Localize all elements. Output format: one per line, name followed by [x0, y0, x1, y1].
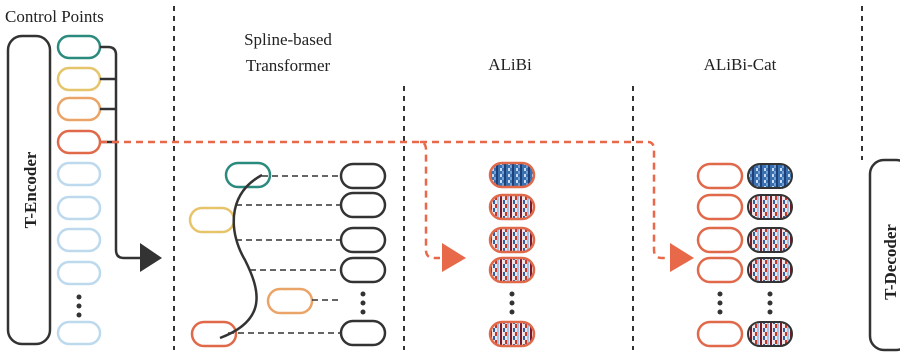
ellipsis-icon [360, 291, 366, 315]
spline-transformer-label-line2: Transformer [246, 56, 331, 75]
arrow-right-icon [442, 243, 466, 272]
t-decoder-label: T-Decoder [881, 224, 900, 300]
alibi-label: ALiBi [488, 55, 532, 74]
alibi-cat-right-tokens [747, 163, 793, 347]
section-separators [173, 6, 863, 350]
token-light-3 [56, 227, 102, 253]
ellipsis-icon [76, 294, 82, 318]
token-light-5 [56, 320, 102, 346]
spline-control-points [188, 161, 314, 348]
spline-point-red [190, 320, 238, 348]
token-light-4 [56, 260, 102, 286]
spline-dashed-links [228, 175, 340, 334]
spline-curve [219, 173, 263, 340]
spline-point-teal [224, 161, 272, 189]
control-point-route [100, 140, 668, 260]
ellipsis-icon [509, 291, 515, 315]
control-point-teal [56, 34, 102, 60]
alibi-cat-left-tokens [696, 162, 744, 348]
spline-point-orange [266, 287, 314, 315]
encoder-tokens [56, 34, 102, 346]
t-encoder-label: T-Encoder [21, 151, 40, 228]
ellipsis-icon [717, 291, 773, 315]
control-point-orange [56, 96, 102, 122]
token-light-2 [56, 195, 102, 221]
control-points-bracket [100, 45, 140, 260]
control-point-red [56, 129, 102, 155]
token-light-1 [56, 161, 102, 187]
spline-point-yellow [188, 206, 236, 234]
alibi-cat-label: ALiBi-Cat [704, 55, 777, 74]
spline-output-tokens [339, 162, 387, 347]
control-point-yellow [56, 66, 102, 92]
alibi-tokens [488, 161, 536, 348]
control-points-label: Control Points [5, 7, 104, 26]
arrow-right-icon [140, 243, 162, 272]
t-encoder-block: T-Encoder [6, 34, 52, 346]
arrow-right-icon [670, 243, 694, 272]
t-decoder-block: T-Decoder [868, 158, 900, 352]
spline-transformer-label-line1: Spline-based [244, 30, 332, 49]
